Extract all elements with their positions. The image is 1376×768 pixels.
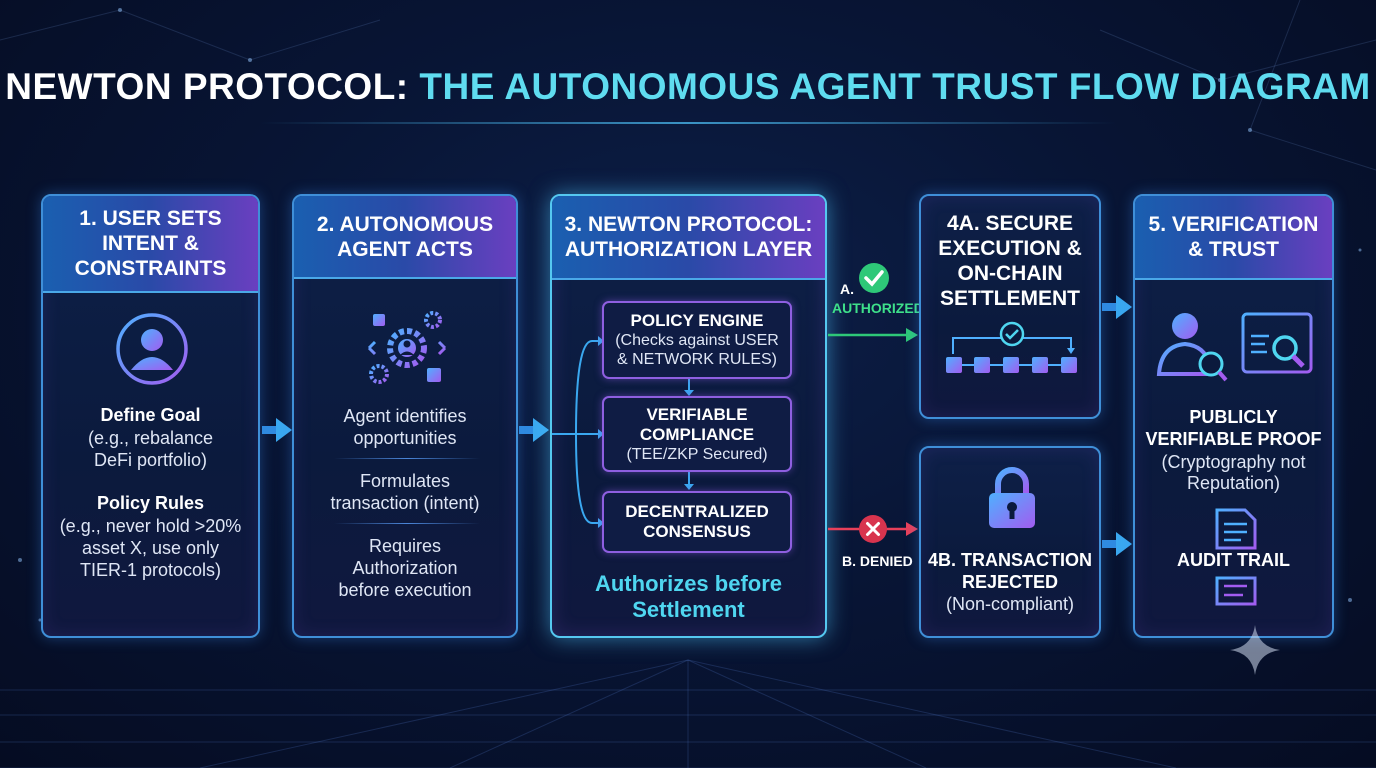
proof-title-line: VERIFIABLE PROOF xyxy=(1145,429,1322,449)
compliance-detail: (TEE/ZKP Secured) xyxy=(626,445,768,463)
consensus-title: DECENTRALIZED xyxy=(625,502,769,521)
consensus-title: CONSENSUS xyxy=(643,522,751,541)
step1-card: 1. USER SETS INTENT & CONSTRAINTS Define… xyxy=(41,194,260,638)
step2-card: 2. AUTONOMOUS AGENT ACTS Agent identifie… xyxy=(292,194,518,638)
step3-heading-line: 3. NEWTON PROTOCOL: xyxy=(564,213,813,236)
proof-title-line: PUBLICLY xyxy=(1189,407,1278,427)
agent-step-line: opportunities xyxy=(353,428,457,448)
verified-person-icon xyxy=(1156,313,1228,382)
rules-title: Policy Rules xyxy=(96,493,205,513)
step4a-card: 4A. SECURE EXECUTION & ON-CHAIN SETTLEME… xyxy=(919,194,1101,419)
policy-engine-detail: (Checks against USER xyxy=(615,332,779,349)
consensus-box: DECENTRALIZED CONSENSUS xyxy=(602,491,792,553)
step4a-heading-line: EXECUTION & xyxy=(938,237,1082,260)
user-icon xyxy=(116,313,188,385)
proof-detail-line: (Cryptography not xyxy=(1161,452,1306,472)
branch-a-letter: A. xyxy=(840,281,854,297)
rejected-title-line: 4B. TRANSACTION xyxy=(927,550,1092,570)
step2-heading-line: 2. AUTONOMOUS xyxy=(316,212,494,236)
flow-arrow-1-2 xyxy=(262,418,292,442)
title-divider xyxy=(260,122,1116,124)
flow-arrow-2-3 xyxy=(519,418,549,442)
step5-heading-line: 5. VERIFICATION xyxy=(1148,213,1319,236)
branch-a-label: AUTHORIZED xyxy=(832,300,924,316)
branch-connector xyxy=(552,336,694,528)
agent-step-line: before execution xyxy=(338,580,472,600)
blockchain-icon xyxy=(946,321,1077,373)
step2-heading: 2. AUTONOMOUS AGENT ACTS xyxy=(294,196,516,279)
title-part-2: THE AUTONOMOUS AGENT TRUST FLOW DIAGRAM xyxy=(419,66,1371,107)
flow-arrow-4b-5 xyxy=(1102,532,1132,556)
rules-detail-line: (e.g., never hold >20% xyxy=(59,516,242,536)
x-circle-icon xyxy=(859,515,887,543)
step3-footer-line: Settlement xyxy=(632,597,745,622)
audit-trail-label: AUDIT TRAIL xyxy=(1177,550,1290,570)
compliance-title: COMPLIANCE xyxy=(639,424,755,444)
step3-heading: 3. NEWTON PROTOCOL: AUTHORIZATION LAYER xyxy=(552,196,825,280)
goal-detail-line: (e.g., rebalance xyxy=(87,428,214,448)
step5-card: 5. VERIFICATION & TRUST PUBLICLY VERIFIA… xyxy=(1133,194,1334,638)
step5-heading: 5. VERIFICATION & TRUST xyxy=(1135,196,1332,280)
divider xyxy=(334,458,480,459)
step4a-heading-line: SETTLEMENT xyxy=(940,287,1080,310)
branch-b-label: B. DENIED xyxy=(842,553,913,569)
rejected-title-line: REJECTED xyxy=(961,572,1059,592)
rules-detail-line: TIER-1 protocols) xyxy=(79,560,222,580)
policy-engine-box: POLICY ENGINE (Checks against USER & NET… xyxy=(602,301,792,379)
flow-arrow-4a-5 xyxy=(1102,295,1132,319)
agent-gears-icon xyxy=(367,311,447,384)
step3-footer-line: Authorizes before xyxy=(594,571,783,596)
authorized-arrow xyxy=(828,328,918,342)
title-part-1: NEWTON PROTOCOL: xyxy=(5,66,409,107)
agent-step-line: Formulates xyxy=(359,471,451,491)
rules-detail-line: asset X, use only xyxy=(81,538,220,558)
agent-step-line: Agent identifies xyxy=(343,406,467,426)
policy-engine-detail: & NETWORK RULES) xyxy=(616,351,777,368)
policy-engine-title: POLICY ENGINE xyxy=(630,311,764,330)
page-title: NEWTON PROTOCOL: THE AUTONOMOUS AGENT TR… xyxy=(0,66,1376,108)
step5-heading-line: & TRUST xyxy=(1188,238,1279,261)
step1-heading: 1. USER SETS INTENT & CONSTRAINTS xyxy=(43,196,258,293)
step3-card: 3. NEWTON PROTOCOL: AUTHORIZATION LAYER … xyxy=(550,194,827,638)
check-circle-icon xyxy=(859,263,889,293)
step1-heading-line: INTENT & xyxy=(102,232,199,255)
lock-icon xyxy=(989,467,1035,528)
sparkle-icon xyxy=(1230,625,1280,675)
compliance-box: VERIFIABLE COMPLIANCE (TEE/ZKP Secured) xyxy=(602,396,792,472)
document-icon xyxy=(1215,508,1257,606)
goal-detail-line: DeFi portfolio) xyxy=(93,450,208,470)
divider xyxy=(334,523,480,524)
inspect-browser-icon xyxy=(1241,312,1313,374)
step2-heading-line: AGENT ACTS xyxy=(337,237,473,261)
step4a-heading-line: 4A. SECURE xyxy=(946,212,1074,235)
rejected-detail: (Non-compliant) xyxy=(945,594,1075,614)
agent-step-line: Requires xyxy=(368,536,442,556)
proof-detail-line: Reputation) xyxy=(1186,473,1281,493)
step3-heading-line: AUTHORIZATION LAYER xyxy=(564,238,813,261)
compliance-title: VERIFIABLE xyxy=(646,404,748,424)
agent-step-line: transaction (intent) xyxy=(330,493,480,513)
agent-step-line: Authorization xyxy=(352,558,458,578)
step1-heading-line: 1. USER SETS xyxy=(79,207,222,230)
goal-title: Define Goal xyxy=(100,405,201,425)
step1-heading-line: CONSTRAINTS xyxy=(74,257,227,280)
step4b-card: 4B. TRANSACTION REJECTED (Non-compliant) xyxy=(919,446,1101,638)
step4a-heading: 4A. SECURE EXECUTION & ON-CHAIN SETTLEME… xyxy=(921,206,1099,316)
step4a-heading-line: ON-CHAIN xyxy=(957,262,1063,285)
